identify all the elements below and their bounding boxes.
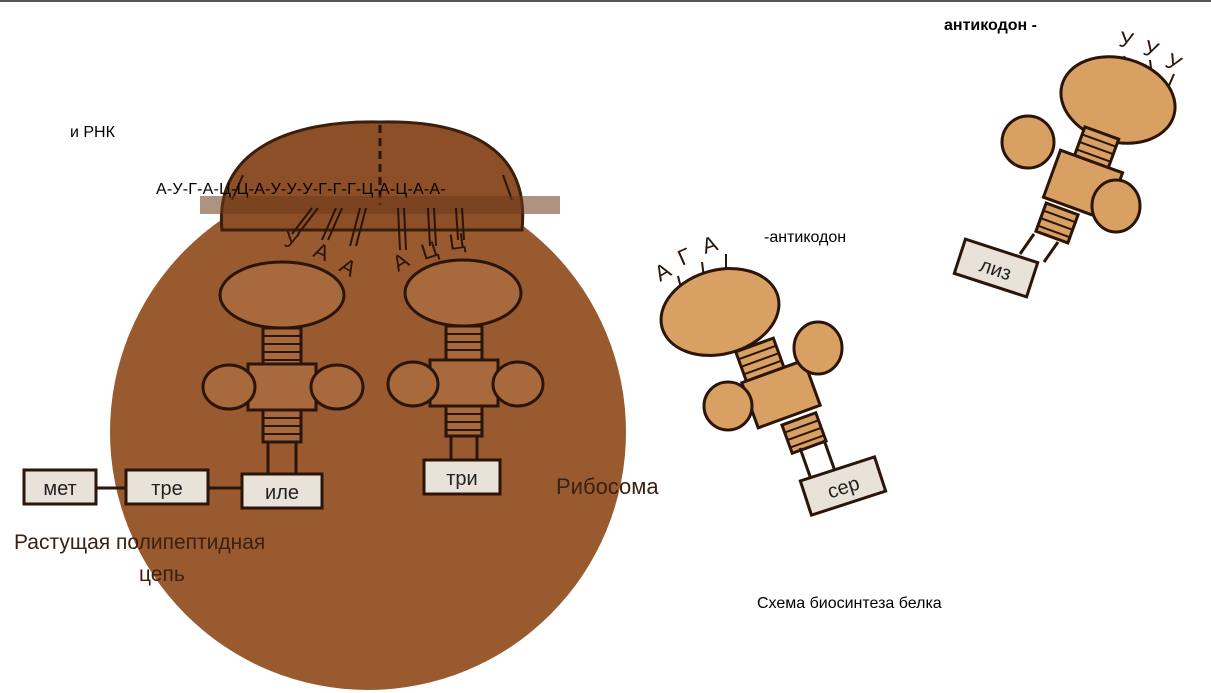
chain-label-line1: Растущая полипептидная — [14, 531, 265, 555]
anticodon-free2-2: У — [1140, 35, 1162, 63]
residue-box-ser: сер — [800, 457, 885, 515]
anticodon-mid-3: Ц — [447, 228, 467, 255]
anticodon-free2-3: У — [1162, 48, 1186, 77]
diagram-caption: Схема биосинтеза белка — [757, 595, 942, 613]
anticodon-label-top: антикодон - — [944, 17, 1037, 35]
residue-box-tre: тре — [126, 470, 208, 504]
residue-box-tri: три — [424, 460, 500, 494]
ribosome-label: Рибосома — [556, 474, 659, 500]
trna-free-ser: сер А Г А — [650, 230, 886, 515]
residue-met-label: мет — [43, 478, 76, 500]
mrna-label: и РНК — [70, 124, 115, 142]
anticodon-free1-2: Г — [674, 243, 695, 271]
trna-free-liz: лиз У У У — [954, 26, 1186, 297]
ribosome — [110, 122, 626, 690]
ribosome-large-subunit — [110, 174, 626, 690]
residue-ile-label: иле — [265, 482, 299, 504]
anticodon-free1-1: А — [650, 257, 675, 286]
anticodon-label-right: -антикодон — [764, 229, 846, 247]
anticodon-free2-1: У — [1117, 26, 1136, 53]
anticodon-free1-3: А — [699, 230, 721, 258]
residue-box-met: мет — [24, 470, 96, 504]
chain-label-line2: цепь — [139, 563, 185, 587]
residue-box-ile: иле — [242, 474, 322, 508]
residue-tri-label: три — [446, 468, 477, 490]
mrna-sequence: А-У-Г-А-Ц-Ц-А-У-У-У-Г-Г-Г-Ц-А-Ц-А-А- — [156, 181, 446, 199]
residue-tre-label: тре — [151, 478, 182, 500]
